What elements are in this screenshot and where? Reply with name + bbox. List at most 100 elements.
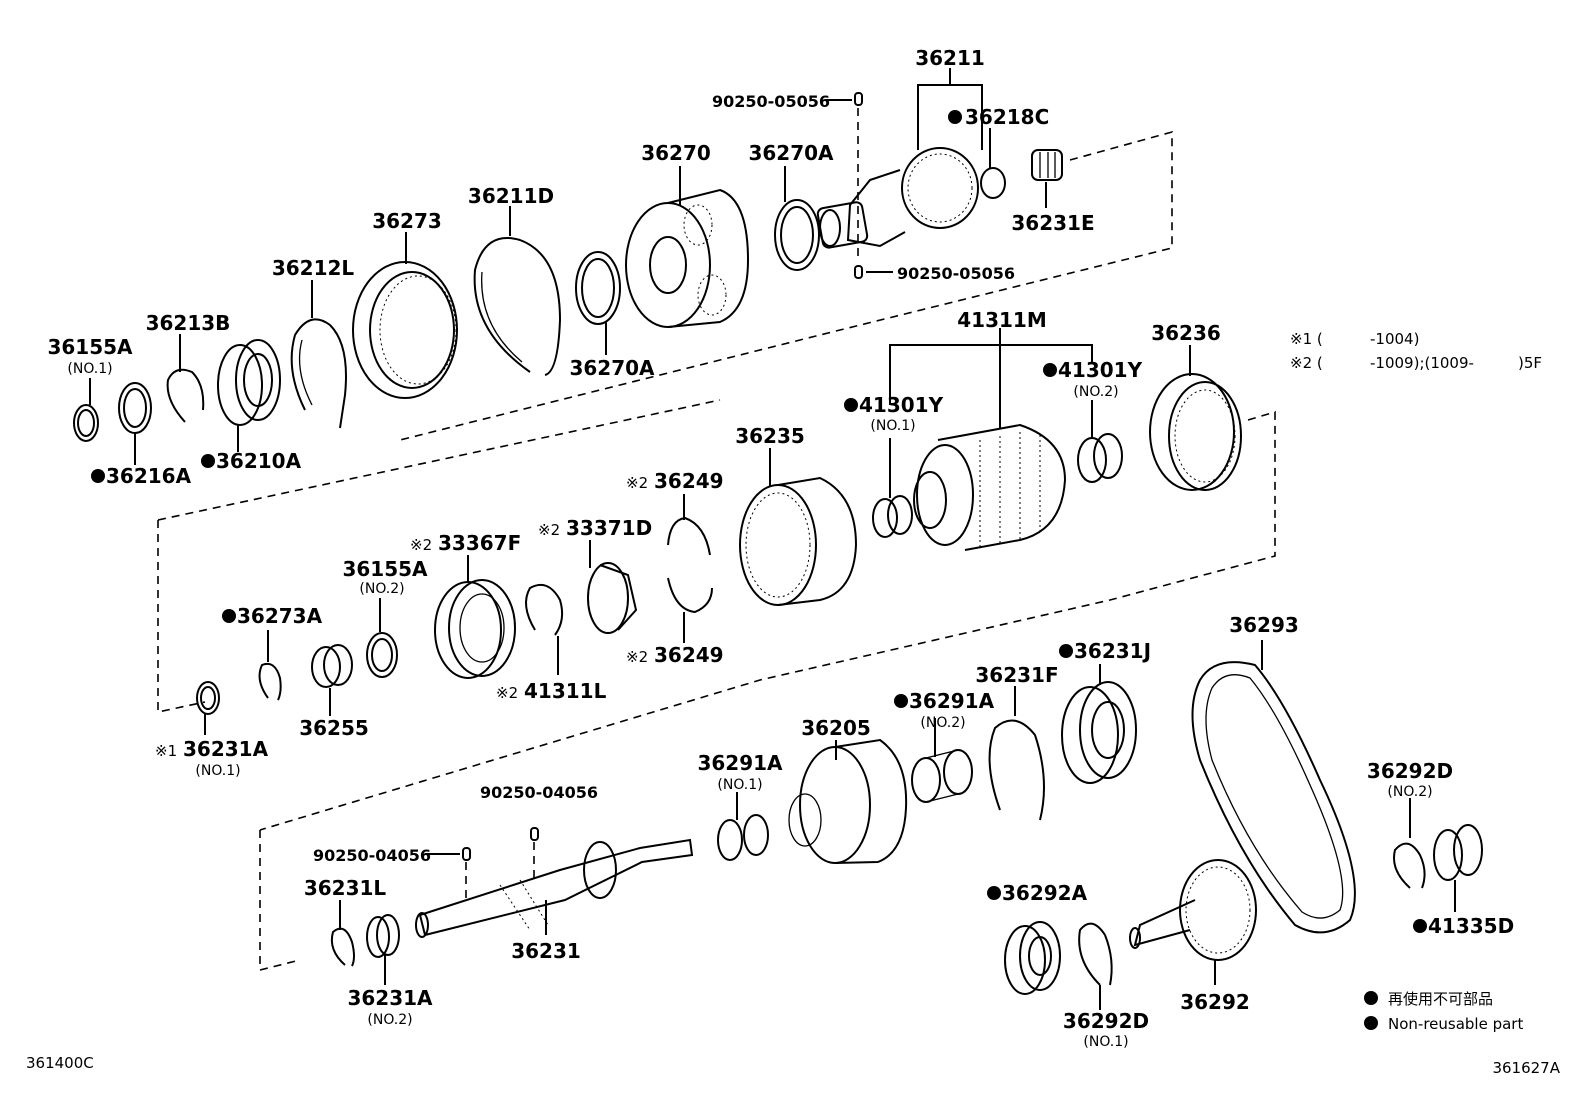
part-33371D-plate[interactable] [587,562,638,634]
label-36292D-no1: 36292D [1063,1009,1149,1033]
part-36231L-snap-ring[interactable] [330,927,355,967]
label-36231A-no2-sub: (NO.2) [367,1012,412,1028]
label-36270: 36270 [641,141,711,165]
part-36270-planet-carrier[interactable] [625,188,750,328]
label-36292: 36292 [1180,990,1250,1014]
label-41311M: 41311M [957,308,1046,332]
part-36205-drive-sprocket[interactable] [788,738,908,864]
label-36205: 36205 [801,716,871,740]
label-36293: 36293 [1229,613,1299,637]
label-36291A-no2: 36291A [909,689,995,713]
part-36292A-bearing[interactable] [1004,921,1061,995]
part-36273-ring-gear[interactable] [352,261,458,399]
label-36211D: 36211D [468,184,554,208]
part-36231E-bearing[interactable] [1031,149,1063,181]
label-36210A: 36210A [216,449,302,473]
label-36231A-no1-sub: (NO.1) [195,763,240,779]
part-36292D-no2-snap-ring[interactable] [1393,842,1426,889]
part-36273A-snap-ring[interactable] [258,662,282,701]
group-boundary-lines [157,130,1276,972]
label-36292D-no2-sub: (NO.2) [1387,784,1432,800]
label-36292A: 36292A [1002,881,1088,905]
part-36231A-no1[interactable] [196,681,220,715]
label-36231A-no1: 36231A [183,737,269,761]
label-36249-top: 36249 [654,469,724,493]
label-36291A-no1: 36291A [697,751,783,775]
part-36270A-washer-top[interactable] [774,199,820,271]
part-36292-driven-sprocket[interactable] [1129,859,1257,961]
part-41335D-bearing[interactable] [1433,824,1483,881]
part-36211D-snap-ring[interactable] [473,237,562,376]
part-36210A-bearing[interactable] [217,339,281,426]
part-36291A-no1-needle-bearing[interactable] [717,814,769,861]
label-41301Y-no1: 41301Y [859,393,944,417]
note-2-range: -1009);(1009- [1370,354,1474,372]
part-90250-05056-pins[interactable] [854,92,863,279]
part-36292D-no1-snap-ring[interactable] [1078,922,1113,986]
part-36231A-no2[interactable] [366,914,400,958]
mark-36231A-no1: ※1 [155,742,177,760]
part-36270A-washer-bottom[interactable] [575,251,621,325]
label-36155A-no1-sub: (NO.1) [67,361,112,377]
part-labels: 36211 90250-05056 36218C 36270 36270A 36… [47,46,1514,1050]
label-36270A-bottom: 36270A [569,356,655,380]
part-36155A-no2[interactable] [366,632,398,678]
label-41301Y-no2-sub: (NO.2) [1073,384,1118,400]
part-36235-clutch-gear[interactable] [739,476,858,606]
label-36292D-no2: 36292D [1367,759,1453,783]
mark-36249-bottom: ※2 [626,648,648,666]
label-36211: 36211 [915,46,985,70]
part-36231J-bearing[interactable] [1061,681,1137,784]
label-36231E: 36231E [1011,211,1094,235]
part-36231-input-shaft[interactable] [415,838,694,938]
part-41301Y-no1-bearing[interactable] [872,495,913,538]
part-41311L-snap-ring[interactable] [525,584,564,636]
note-2-suffix: )5F [1518,354,1542,372]
part-90250-04056-pins[interactable] [462,827,539,900]
label-41301Y-no2: 41301Y [1058,358,1143,382]
label-36218C: 36218C [965,105,1049,129]
label-36213B: 36213B [146,311,231,335]
label-36231L: 36231L [304,876,387,900]
part-36249-shim-bottom[interactable] [667,577,713,614]
label-36216A: 36216A [106,464,192,488]
part-36291A-no2-needle-bearing[interactable] [911,749,973,803]
label-90250-04056-a: 90250-04056 [480,783,598,802]
legend-en: Non-reusable part [1388,1015,1523,1033]
label-36273A: 36273A [237,604,323,628]
footer-left-code: 361400C [26,1054,94,1072]
part-33367F-hub-sleeve[interactable] [434,579,516,679]
part-36155A-no1[interactable] [73,404,99,442]
label-36236: 36236 [1151,321,1221,345]
note-2-prefix: ※2 ( [1290,354,1323,372]
legend: 再使用不可部品 Non-reusable part [1388,990,1523,1033]
label-36231: 36231 [511,939,581,963]
label-36155A-no2: 36155A [342,557,428,581]
label-41335D: 41335D [1428,914,1514,938]
part-41311M-differential[interactable] [913,423,1067,551]
part-36212L-snap-ring[interactable] [290,318,347,429]
part-41301Y-no2-bearing[interactable] [1077,433,1123,483]
label-90250-04056-b: 90250-04056 [313,846,431,865]
label-90250-05056-bottom: 90250-05056 [897,264,1015,283]
part-36211-shaft[interactable] [816,147,979,249]
label-36155A-no2-sub: (NO.2) [359,581,404,597]
label-36273: 36273 [372,209,442,233]
part-36293-drive-chain[interactable] [1191,661,1356,934]
footer-right-code: 361627A [1492,1059,1560,1077]
part-36236-hub[interactable] [1149,373,1242,491]
label-36231F: 36231F [975,663,1058,687]
part-36213B-snap-ring[interactable] [166,368,205,423]
part-36231F-snap-ring[interactable] [988,719,1045,821]
part-36255-sleeve[interactable] [311,644,353,688]
legend-jp: 再使用不可部品 [1388,990,1493,1008]
label-33367F: 33367F [438,531,521,555]
label-36231A-no2: 36231A [347,986,433,1010]
label-41301Y-no1-sub: (NO.1) [870,418,915,434]
label-36235: 36235 [735,424,805,448]
mark-41311L: ※2 [496,684,518,702]
part-36216A-seal[interactable] [118,382,152,434]
part-36218C-plug[interactable] [980,167,1006,199]
part-36249-shim-top[interactable] [667,516,711,556]
